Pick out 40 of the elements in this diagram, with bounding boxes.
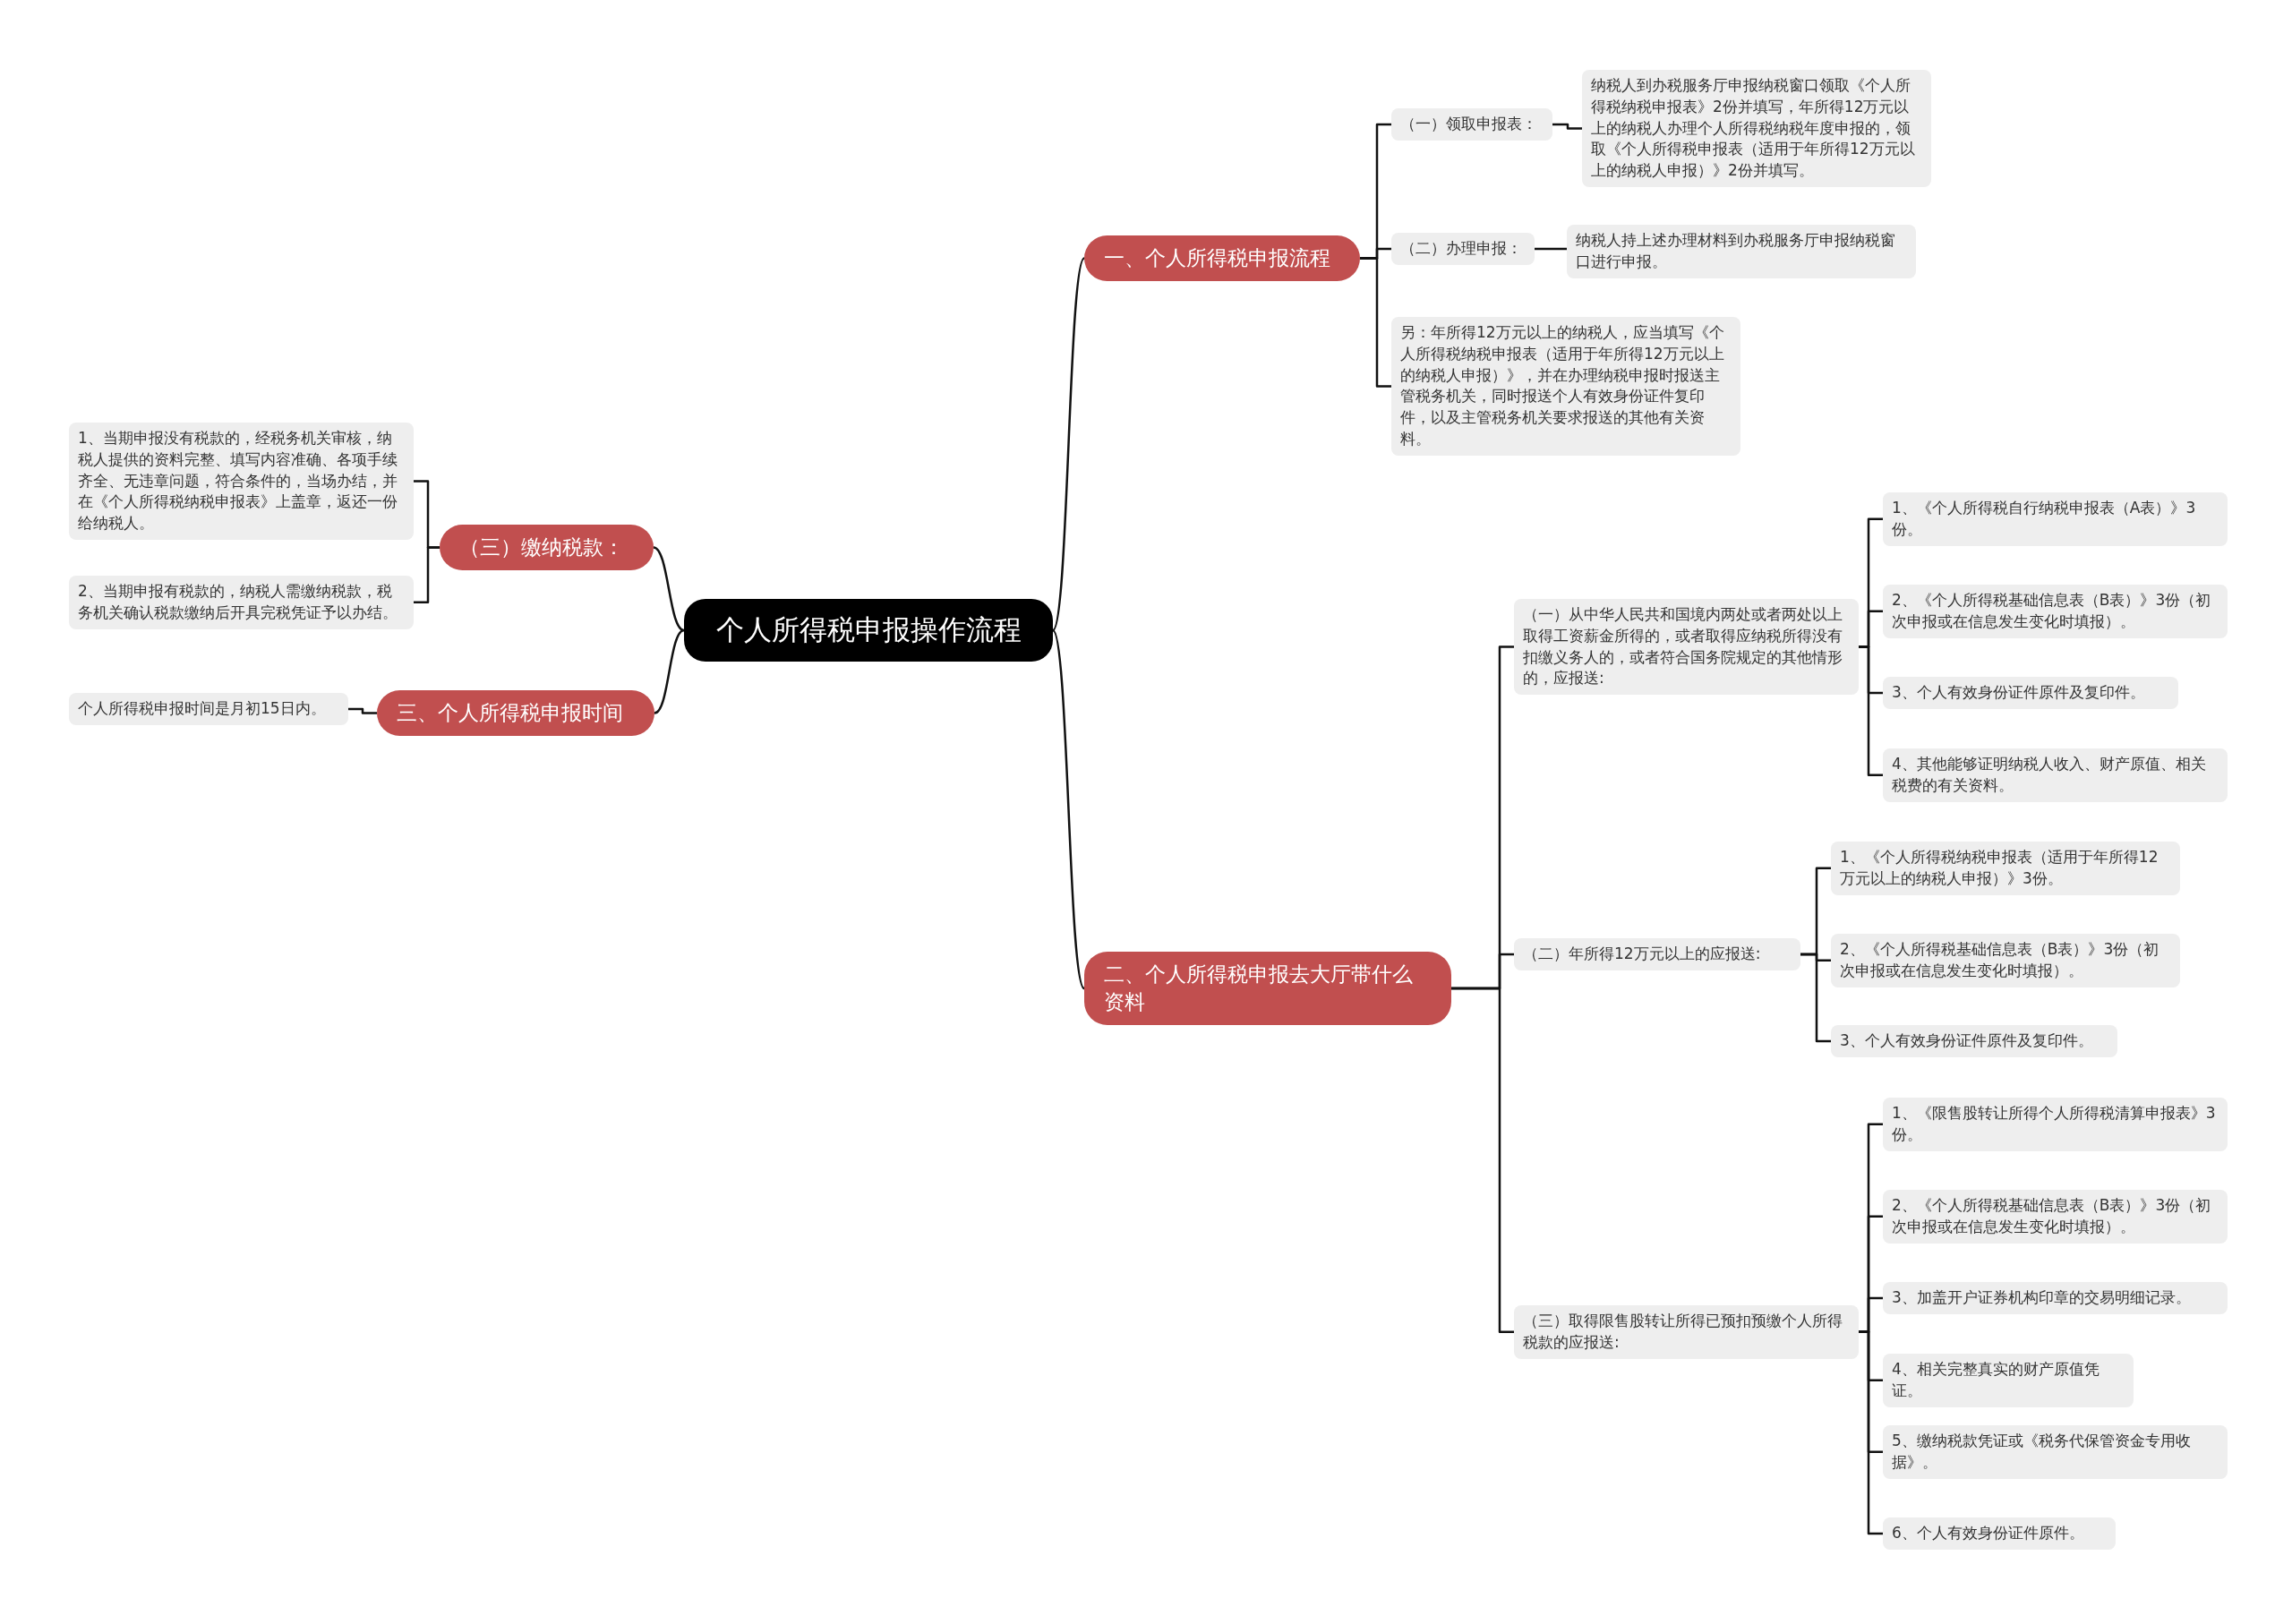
connector-line (1051, 629, 1086, 989)
connector-line (414, 546, 440, 604)
subtopic-box: 3、个人有效身份证件原件及复印件。 (1883, 677, 2178, 709)
subtopic-box: 1、《个人所得税自行纳税申报表（A表）》3份。 (1883, 492, 2228, 546)
connector-line (654, 628, 685, 714)
connector-line (653, 546, 685, 632)
topic-box: 一、个人所得税申报流程 (1084, 235, 1360, 282)
connector-line (1535, 247, 1567, 251)
connector-line (1800, 953, 1831, 1043)
subtopic-box: 1、《限售股转让所得个人所得税清算申报表》3份。 (1883, 1098, 2228, 1151)
connector-line (1451, 987, 1514, 1334)
subtopic-box: 2、《个人所得税基础信息表（B表）》3份（初次申报或在信息发生变化时填报）。 (1831, 934, 2180, 987)
subtopic-box: 另：年所得12万元以上的纳税人，应当填写《个人所得税纳税申报表（适用于年所得12万元以上的纳税人申报）》，并在办理纳税申报时报送主管税务机关，同时报送个人有效身份证件复印件，以及主管税务机关要求报送的其他有关资料。 (1391, 317, 1740, 456)
connector-line (1051, 257, 1086, 631)
subtopic-box: 个人所得税申报时间是月初15日内。 (69, 693, 348, 725)
topic-box: 二、个人所得税申报去大厅带什么资料 (1084, 952, 1451, 1026)
connector-line (1552, 123, 1582, 130)
topic-box: （三）缴纳税款： (440, 525, 654, 571)
topic-box: 三、个人所得税申报时间 (377, 690, 654, 737)
subtopic-box: 5、缴纳税款凭证或《税务代保管资金专用收据》。 (1883, 1425, 2228, 1479)
subtopic-box: （一）领取申报表： (1391, 108, 1552, 141)
subtopic-box: 6、个人有效身份证件原件。 (1883, 1517, 2116, 1550)
subtopic-box: 2、《个人所得税基础信息表（B表）》3份（初次申报或在信息发生变化时填报）。 (1883, 1190, 2228, 1244)
subtopic-box: （一）从中华人民共和国境内两处或者两处以上取得工资薪金所得的，或者取得应纳税所得没有扣缴义务人的，或者符合国务院规定的其他情形的，应报送: (1514, 599, 1859, 696)
subtopic-box: 1、当期申报没有税款的，经税务机关审核，纳税人提供的资料完整、填写内容准确、各项手续齐全、无违章问题，符合条件的，当场办结，并在《个人所得税纳税申报表》上盖章，返还一份给纳税人。 (69, 423, 414, 540)
central-topic: 个人所得税申报操作流程 (684, 599, 1053, 662)
connector-line (348, 707, 377, 714)
subtopic-box: 1、《个人所得税纳税申报表（适用于年所得12万元以上的纳税人申报）》3份。 (1831, 842, 2180, 895)
subtopic-box: 3、个人有效身份证件原件及复印件。 (1831, 1025, 2117, 1057)
subtopic-box: 4、相关完整真实的财产原值凭证。 (1883, 1354, 2134, 1407)
connector-line (1360, 257, 1391, 388)
subtopic-box: 4、其他能够证明纳税人收入、财产原值、相关税费的有关资料。 (1883, 748, 2228, 802)
subtopic-box: （二）办理申报： (1391, 233, 1535, 265)
subtopic-box: 2、当期申报有税款的，纳税人需缴纳税款，税务机关确认税款缴纳后开具完税凭证予以办结。 (69, 576, 414, 629)
subtopic-box: 纳税人到办税服务厅申报纳税窗口领取《个人所得税纳税申报表》2份并填写，年所得12万元以上的纳税人办理个人所得税纳税年度申报的，领取《个人所得税申报表（适用于年所得12万元以上的纳税人申报）》2份并填写。 (1582, 70, 1931, 187)
subtopic-box: 3、加盖开户证券机构印章的交易明细记录。 (1883, 1282, 2228, 1314)
subtopic-box: （三）取得限售股转让所得已预扣预缴个人所得税款的应报送: (1514, 1305, 1859, 1359)
subtopic-box: 2、《个人所得税基础信息表（B表）》3份（初次申报或在信息发生变化时填报）。 (1883, 585, 2228, 638)
subtopic-box: 纳税人持上述办理材料到办税服务厅申报纳税窗口进行申报。 (1567, 225, 1916, 278)
subtopic-box: （二）年所得12万元以上的应报送: (1514, 938, 1800, 970)
